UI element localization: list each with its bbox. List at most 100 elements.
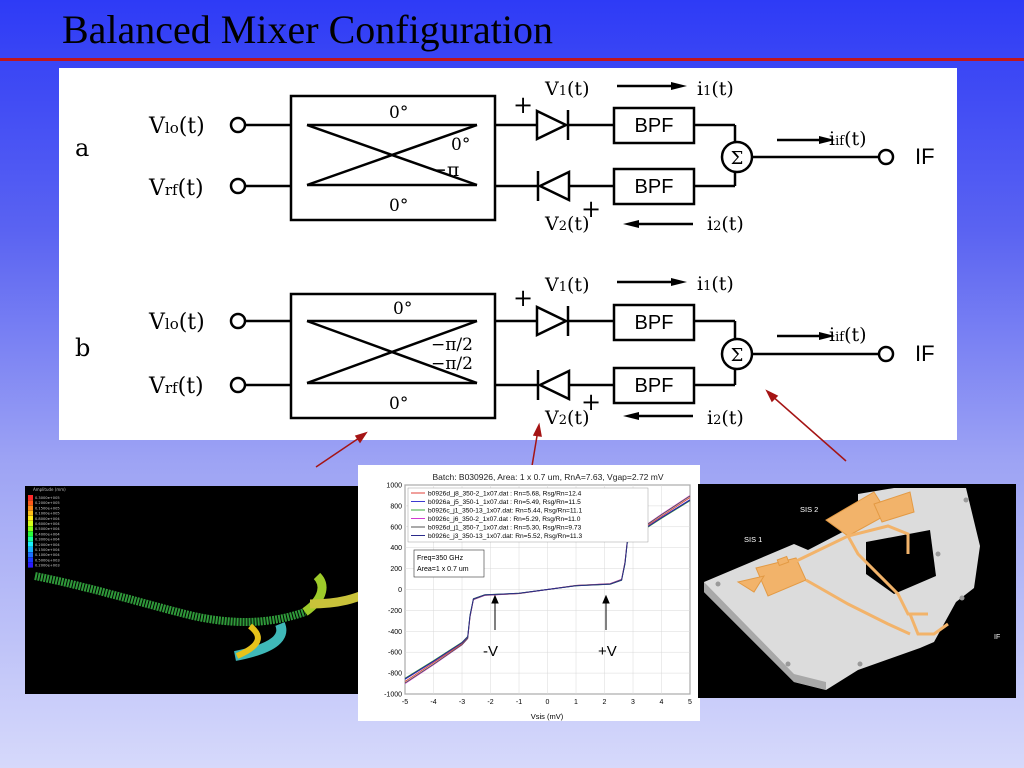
if-port-b [877,345,895,363]
note-box [413,549,485,578]
x-tick-label: 0 [546,699,550,706]
if-b-label: IF [915,341,935,366]
hybrid-a [289,94,497,222]
sim-legend-swatch [28,562,33,568]
svg-text:i2(t): i2(t) [707,407,744,429]
x-tick-label: 3 [631,699,635,706]
iv-chart-panel: Batch: B030926, Area: 1 x 0.7 um, RnA=7.… [358,465,700,721]
svg-text:V1(t): V1(t) [544,78,589,100]
sim-legend-swatch [28,521,33,526]
y-tick-label: -400 [388,629,402,636]
sim-legend-value: 0.3000e+005 [35,496,60,500]
y-tick-label: 0 [398,587,402,594]
sim-legend-swatch [28,531,33,537]
diode-b-bot [537,369,571,401]
x-tick-label: -1 [516,699,522,706]
sim-hotspot [235,623,261,659]
svg-text:V1(t): V1(t) [544,274,589,296]
bpf-b-top [612,303,696,342]
x-tick-label: 2 [603,699,607,706]
legend-entry: b0926a_j5_350-1_1x07.dat : Rn=5.49, Rsg/… [428,499,581,506]
hyb-b-mid2: −π/2 [431,354,473,374]
iif-a: if [835,134,845,149]
if-port-a [877,148,895,166]
vlo-b: lo [165,315,179,333]
vlo-a: lo [165,119,179,137]
label-a: a [75,134,89,162]
sim-legend-value: 0.2000e+003 [35,564,60,568]
x-tick-label: -5 [402,699,408,706]
svg-text:Vlo(t): Vlo(t) [148,310,205,335]
legend-entry: b0926c_j3_350-13_1x07.dat: Rn=5.52, Rsg/… [428,533,583,540]
x-tick-label: 4 [660,699,664,706]
bpf-a-top-label: BPF [635,115,674,137]
y-tick-label: 600 [390,524,402,531]
if-a-label: IF [915,144,935,169]
hyb-a-top: 0° [389,103,408,123]
hyb-a-bot: 0° [389,196,408,216]
sim-legend-value: 0.5000e+004 [35,527,60,531]
simulation-render: Amplitude (mm) 0.3000e+0050.2000e+0050.1… [28,487,372,661]
sim-legend-value: 0.1500e+005 [35,506,60,510]
label-b: b [75,334,90,362]
y-tick-label: -1000 [384,692,402,699]
i2-a: 2 [713,219,721,234]
sis2-label: SIS 2 [800,505,818,514]
chart-title: Batch: B030926, Area: 1 x 0.7 um, RnA=7.… [432,472,663,482]
chip-if-label: IF [994,634,1000,641]
svg-text:i2(t): i2(t) [707,213,744,235]
sim-legend-value: 0.6000e+004 [35,522,60,526]
diode-a-top [535,109,569,141]
sim-legend-swatch [28,526,33,532]
mixer-diagram-panel: a Vlo(t) Vrf(t) 0° 0° −π 0° + + V1(t) V2… [59,68,957,440]
x-tick-label: -3 [459,699,465,706]
sim-legend-swatch [28,505,33,511]
diode-b-top [535,305,569,337]
vrf-b: rf [165,379,179,397]
y-tick-label: 400 [390,545,402,552]
diode-a-bot [537,170,571,202]
svg-text:i1(t): i1(t) [697,78,734,100]
sim-mesh-arm-1 [302,572,327,616]
sim-legend-swatch [28,510,33,516]
pointer-arrow-left [315,435,363,468]
bpf-b-bot-label: BPF [635,375,674,397]
x-tick-label: 5 [688,699,692,706]
sim-legend-swatch [28,536,33,542]
sim-legend-value: 0.2000e+005 [35,501,60,505]
annotation-minus-v: -V [483,643,498,660]
sim-legend-swatch [28,515,33,521]
chip-gold-pattern [736,491,949,636]
sim-legend-title: Amplitude (mm) [33,487,66,492]
lo-port-b [229,312,247,330]
x-axis-label: Vsis (mV) [531,712,564,721]
sim-legend-swatch [28,541,33,547]
y-tick-label: 200 [390,566,402,573]
plus-b2: + [581,388,601,416]
bpf-a-bot-label: BPF [635,176,674,198]
v2-b: 2 [559,413,567,428]
svg-text:V2(t): V2(t) [544,213,589,235]
hyb-b-mid1: −π/2 [431,335,473,355]
svg-text:Vrf(t): Vrf(t) [148,374,204,399]
y-tick-label: -600 [388,650,402,657]
x-tick-label: 1 [574,699,578,706]
svg-text:iif(t): iif(t) [829,324,867,346]
sim-legend-swatch [28,495,33,500]
plus-b1: + [513,284,533,312]
chip-image: SIS 1 SIS 2 IF [698,484,1016,698]
i1-b: 1 [703,279,711,294]
sim-legend-value: 0.3000e+004 [35,538,60,542]
plus-a1: + [513,91,533,119]
legend-entry: b0926d_j8_350-2_1x07.dat : Rn=5.68, Rsg/… [428,491,582,498]
i2-b: 2 [713,413,721,428]
hyb-a-mid1: 0° [451,135,470,155]
legend-entry: b0926d_j1_350-7_1x07.dat : Rn=5.30, Rsg/… [428,525,582,532]
sim-legend-swatch [28,552,33,558]
v2-a: 2 [559,219,567,234]
v1-a: 1 [559,84,567,99]
slide-title: Balanced Mixer Configuration [62,7,553,52]
sim-legend-swatch [28,547,33,552]
chip-render: SIS 1 SIS 2 IF [704,488,1000,690]
